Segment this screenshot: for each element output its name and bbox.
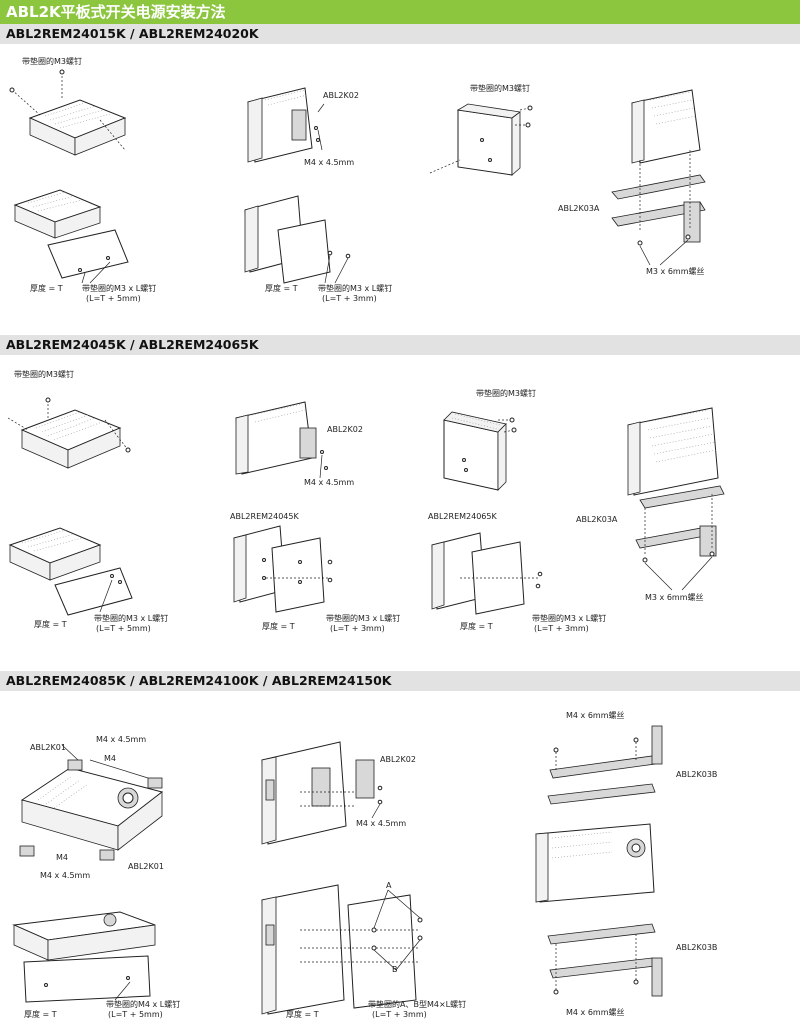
label-washer-m3-screw-3: 带垫圈的M3螺钉 xyxy=(14,370,74,379)
label-abl2k01-2: ABL2K01 xyxy=(128,862,164,871)
label-m4x45-4: M4 x 4.5mm xyxy=(40,871,91,880)
label-m4x45-3: M4 x 4.5mm xyxy=(96,735,147,744)
label-m4x6-1: M4 x 6mm螺丝 xyxy=(566,711,625,720)
label-washer-m3-screw-1: 带垫圈的M3螺钉 xyxy=(22,57,82,66)
label-abl2k02-3: ABL2K02 xyxy=(380,755,416,764)
label-m4-1: M4 xyxy=(104,754,116,763)
label-thickness-1: 厚度 = T xyxy=(30,284,63,293)
label-l-t5-3: (L=T + 5mm) xyxy=(108,1010,163,1019)
s1-fig2-panel-plate xyxy=(13,189,129,284)
s3-fig1-panel xyxy=(19,744,164,861)
label-abl2k02-2: ABL2K02 xyxy=(327,425,363,434)
s1-fig3-din-side xyxy=(247,87,325,163)
label-m4x45-5: M4 x 4.5mm xyxy=(356,819,407,828)
s2-fig2-panel-plate xyxy=(8,527,133,616)
page-title: ABL2K平板式开关电源安装方法 xyxy=(0,0,800,24)
s1-fig6-bracket xyxy=(611,89,706,266)
label-m3x6-2: M3 x 6mm螺丝 xyxy=(645,593,704,602)
s3-fig5-brackets xyxy=(535,725,663,997)
label-washer-m4xl: 带垫圈的M4 x L螺钉 xyxy=(106,1000,181,1009)
section-header-3: ABL2REM24085K / ABL2REM24100K / ABL2REM2… xyxy=(0,671,800,691)
label-thickness-3: 厚度 = T xyxy=(34,620,67,629)
label-washer-m3xl-2: 带垫圈的M3 x L螺钉 xyxy=(318,284,393,293)
label-a: A xyxy=(386,881,392,890)
section-header-2: ABL2REM24045K / ABL2REM24065K xyxy=(0,335,800,355)
label-washer-m3xl-5: 带垫圈的M3 x L螺钉 xyxy=(532,614,607,623)
label-l-t3-1: (L=T + 3mm) xyxy=(322,294,377,303)
label-thickness-7: 厚度 = T xyxy=(286,1010,319,1019)
label-m3x6-1: M3 x 6mm螺丝 xyxy=(646,267,705,276)
s1-fig5-side-screws xyxy=(429,103,533,176)
label-thickness-2: 厚度 = T xyxy=(265,284,298,293)
label-l-t5-2: (L=T + 5mm) xyxy=(96,624,151,633)
label-abl2k03a-1: ABL2K03A xyxy=(558,204,600,213)
label-abl2k01-1: ABL2K01 xyxy=(30,743,66,752)
label-m4x45-2: M4 x 4.5mm xyxy=(304,478,355,487)
label-thickness-4: 厚度 = T xyxy=(262,622,295,631)
label-m4-2: M4 xyxy=(56,853,68,862)
label-m4x6-2: M4 x 6mm螺丝 xyxy=(566,1008,625,1017)
s3-fig2-panel-plate xyxy=(12,911,156,1003)
s2-fig7-bracket xyxy=(627,407,725,591)
label-washer-m3xl-3: 带垫圈的M3 x L螺钉 xyxy=(94,614,169,623)
s1-fig4-din-plate xyxy=(244,195,351,284)
label-b: B xyxy=(392,965,398,974)
label-abl2k02-1: ABL2K02 xyxy=(323,91,359,100)
label-washer-m3xl-1: 带垫圈的M3 x L螺钉 xyxy=(82,284,157,293)
label-washer-m3-screw-2: 带垫圈的M3螺钉 xyxy=(470,84,530,93)
s2-fig1-panel-screws xyxy=(7,397,131,469)
label-thickness-5: 厚度 = T xyxy=(460,622,493,631)
label-l-t3-4: (L=T + 3mm) xyxy=(372,1010,427,1019)
s2-fig3-din-side xyxy=(235,401,328,479)
s2-fig5-side-screws xyxy=(443,411,517,491)
label-thickness-6: 厚度 = T xyxy=(24,1010,57,1019)
s2-fig6-din-plate xyxy=(431,532,543,615)
label-washer-ab-m4xl: 带垫圈的A、B型M4×L螺钉 xyxy=(368,1000,467,1009)
s3-fig3-din xyxy=(261,741,383,845)
label-abl2k03b-2: ABL2K03B xyxy=(676,943,718,952)
label-m4x45-1: M4 x 4.5mm xyxy=(304,158,355,167)
label-model-24065k: ABL2REM24065K xyxy=(428,512,497,521)
s2-fig4-din-plate xyxy=(233,525,333,613)
label-l-t3-2: (L=T + 3mm) xyxy=(330,624,385,633)
label-abl2k03a-2: ABL2K03A xyxy=(576,515,618,524)
label-washer-m3-screw-4: 带垫圈的M3螺钉 xyxy=(476,389,536,398)
label-washer-m3xl-4: 带垫圈的M3 x L螺钉 xyxy=(326,614,401,623)
label-l-t5-1: (L=T + 5mm) xyxy=(86,294,141,303)
s1-fig1-panel-screws xyxy=(9,69,127,156)
section-header-1: ABL2REM24015K / ABL2REM24020K xyxy=(0,24,800,44)
label-l-t3-3: (L=T + 3mm) xyxy=(534,624,589,633)
s3-fig4-din-plate xyxy=(261,884,423,1015)
label-abl2k03b-1: ABL2K03B xyxy=(676,770,718,779)
label-model-24045k: ABL2REM24045K xyxy=(230,512,299,521)
